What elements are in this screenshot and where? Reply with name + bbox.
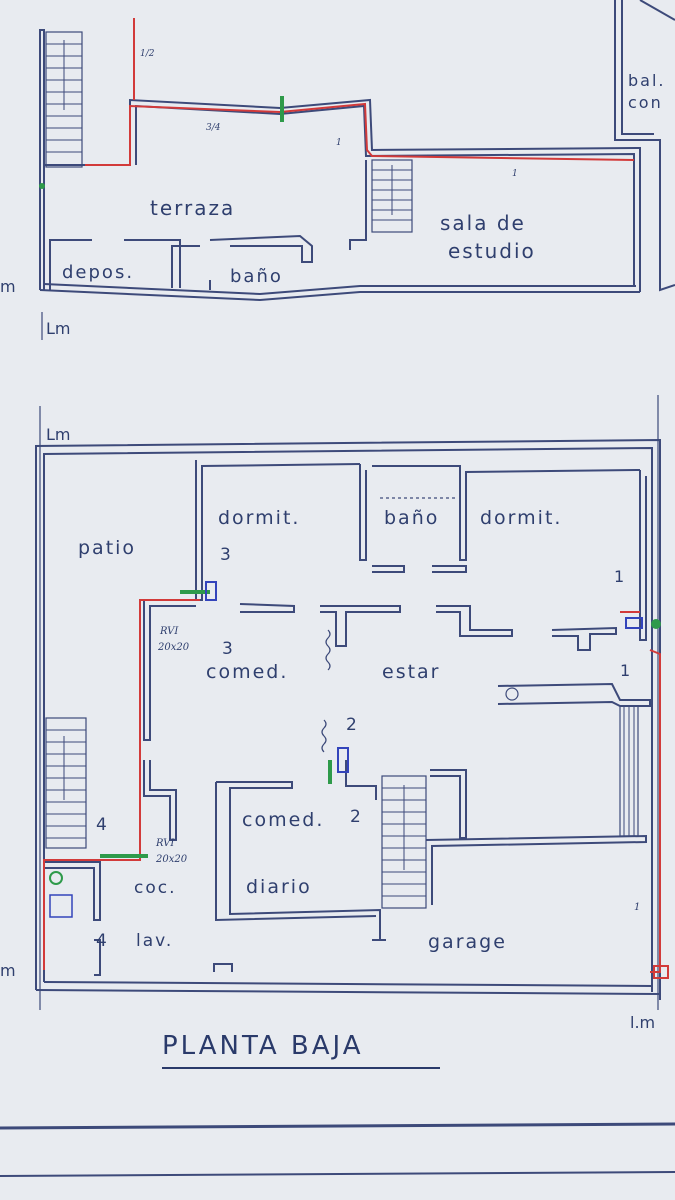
- ground-outer-walls: [35, 395, 661, 1010]
- marker-3-top: 3: [220, 545, 231, 565]
- upper-red-pipes: [85, 18, 635, 166]
- note-pipe-right: 1: [634, 902, 640, 913]
- line-mark-ground-top: Lm: [46, 425, 71, 444]
- upper-green-marks: [39, 96, 284, 189]
- note-rvi-top-1: RVI: [159, 626, 179, 637]
- marker-2-bottom: 2: [350, 807, 361, 827]
- room-label-con: con: [628, 93, 663, 112]
- room-label-comed-diario-2: diario: [246, 876, 312, 898]
- room-label-dormit-right: dormit.: [480, 507, 562, 529]
- room-label-dormit-left: dormit.: [218, 507, 300, 529]
- room-label-bano-ground: baño: [384, 507, 439, 529]
- upper-stair-center: [349, 159, 413, 250]
- room-label-sala-de: sala de: [440, 211, 526, 235]
- room-label-estar: estar: [382, 661, 441, 683]
- room-label-coc: coc.: [134, 878, 177, 898]
- marker-1-top: 1: [614, 567, 624, 586]
- upper-floor-plan: terraza depos. baño sala de estudio bal.…: [0, 0, 675, 340]
- pipe-note-1-a: 1: [336, 138, 342, 148]
- frame-line-1: [0, 1122, 675, 1130]
- room-label-bano-upper: baño: [230, 266, 283, 287]
- ground-top-rooms: [195, 460, 651, 707]
- line-mark-upper-below: Lm: [46, 319, 71, 338]
- pipe-note-1-b: 1: [512, 169, 518, 179]
- upper-stair-left: [45, 31, 83, 168]
- marker-1-bottom: 1: [620, 661, 630, 680]
- note-rvi-bottom-1: RVI: [155, 838, 175, 849]
- note-rvi-top-2: 20x20: [157, 642, 190, 653]
- marker-4-top: 4: [96, 815, 107, 835]
- line-mark-ground-left: m: [0, 961, 16, 980]
- room-label-comed: comed.: [206, 661, 288, 683]
- upper-partitions: [49, 234, 313, 290]
- room-label-terraza: terraza: [150, 196, 235, 220]
- room-label-garage: garage: [428, 931, 507, 953]
- ground-left-zone: [44, 600, 196, 976]
- note-rvi-bottom-2: 20x20: [155, 854, 188, 865]
- room-label-bal: bal.: [628, 71, 666, 90]
- ground-floor-plan: patio dormit. baño dormit. comed. estar …: [0, 395, 675, 1177]
- room-label-lav: lav.: [136, 931, 173, 951]
- plan-title: PLANTA BAJA: [162, 1031, 364, 1061]
- marker-3-bottom: 3: [222, 639, 233, 659]
- pipe-note-3-4: 3/4: [206, 123, 221, 133]
- room-label-depos: depos.: [62, 262, 134, 283]
- room-label-comed-diario-1: comed.: [242, 809, 324, 831]
- marker-4-bottom: 4: [96, 931, 107, 951]
- room-label-patio: patio: [78, 537, 136, 559]
- line-mark-upper-left: m: [0, 277, 16, 296]
- line-mark-ground-bottom: l.m: [630, 1013, 655, 1032]
- marker-2-top: 2: [346, 715, 357, 735]
- room-label-estudio: estudio: [448, 239, 536, 263]
- frame-line-2: [0, 1171, 675, 1177]
- ground-green-marks: [100, 581, 669, 979]
- pipe-note-1-2: 1/2: [140, 49, 155, 59]
